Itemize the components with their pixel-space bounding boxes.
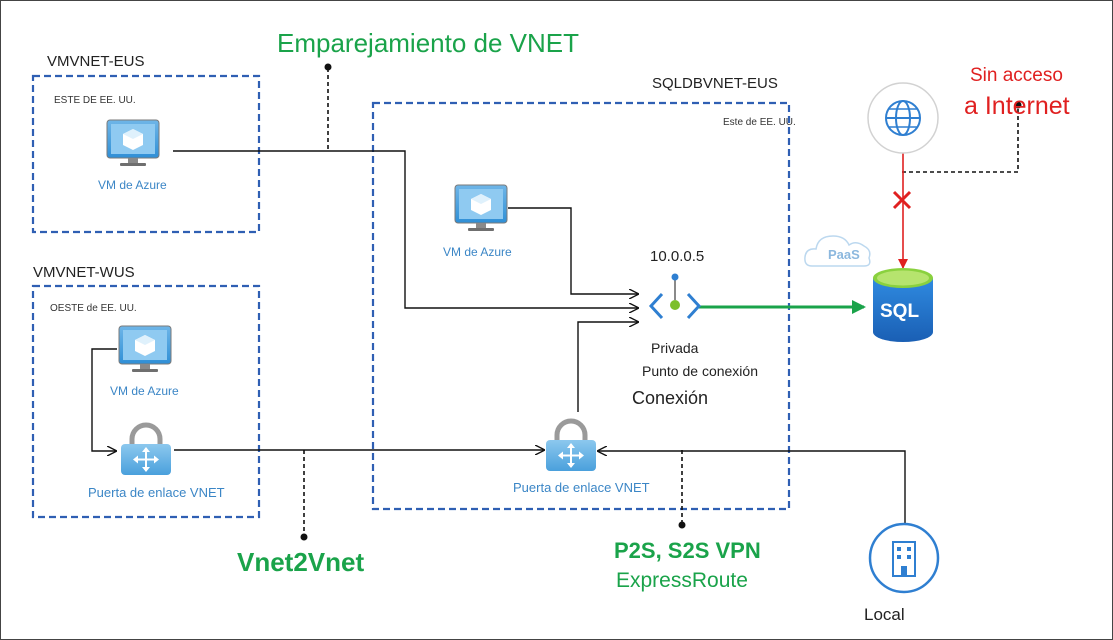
vnet-eus-name: VMVNET-EUS — [47, 53, 145, 70]
vm-eus-label: VM de Azure — [98, 178, 167, 192]
gateway-sqldb-label: Puerta de enlace VNET — [513, 480, 650, 495]
building-icon — [868, 522, 940, 594]
private-endpoint-icon — [648, 273, 702, 320]
no-internet-line1: Sin acceso — [970, 65, 1063, 86]
gateway-icon-wus — [121, 422, 171, 475]
vnet2vnet-callout-dot — [300, 533, 308, 541]
endpoint-label-line2: Punto de conexión — [642, 363, 758, 379]
blocked-x-icon — [892, 190, 912, 210]
vm-icon-wus — [118, 325, 172, 372]
gateway-icon-sqldb — [546, 418, 596, 471]
peering-callout-dot — [324, 63, 332, 71]
globe-icon — [867, 82, 939, 154]
vnet-wus-region: OESTE de EE. UU. — [50, 303, 137, 314]
vnet-wus-name: VMVNET-WUS — [33, 264, 135, 281]
no-internet-line2: a Internet — [964, 92, 1070, 120]
endpoint-ip: 10.0.0.5 — [650, 248, 705, 265]
vnet-sqldb-name: SQLDBVNET-EUS — [652, 75, 778, 92]
vm-sqldb-label: VM de Azure — [443, 245, 512, 259]
vnet-sqldb-region: Este de EE. UU. — [723, 117, 796, 128]
vnet-eus-region: ESTE DE EE. UU. — [54, 95, 136, 106]
vnet-box-eus — [31, 74, 261, 234]
p2s-s2s-label: P2S, S2S VPN — [614, 538, 761, 563]
vm-to-endpoint-link — [508, 207, 638, 294]
vm-icon-sqldb — [454, 184, 508, 231]
onprem-link — [598, 451, 906, 525]
internet-callout-dot — [1014, 101, 1022, 109]
sql-database-icon — [873, 268, 933, 342]
gateway-to-endpoint-link — [577, 322, 638, 412]
vm-icon-eus — [106, 119, 160, 166]
vm-wus-label: VM de Azure — [110, 384, 179, 398]
paas-cloud-icon — [804, 235, 871, 267]
peering-title: Emparejamiento de VNET — [277, 28, 580, 58]
peering-link-eus — [173, 150, 638, 308]
vm-to-gateway-link — [91, 348, 117, 451]
internet-callout-line — [902, 107, 1019, 173]
endpoint-label-line3: Conexión — [632, 388, 709, 408]
sql-label: SQL — [880, 301, 920, 322]
vnet-box-wus — [31, 284, 261, 519]
endpoint-label-line1: Privada — [651, 340, 699, 356]
gateway-wus-label: Puerta de enlace VNET — [88, 485, 225, 500]
vnet2vnet-label: Vnet2Vnet — [237, 547, 365, 577]
expressroute-label: ExpressRoute — [616, 569, 748, 592]
onprem-label: Local — [864, 605, 905, 624]
vpn-callout-dot — [678, 521, 686, 529]
paas-label: PaaS — [828, 247, 860, 262]
